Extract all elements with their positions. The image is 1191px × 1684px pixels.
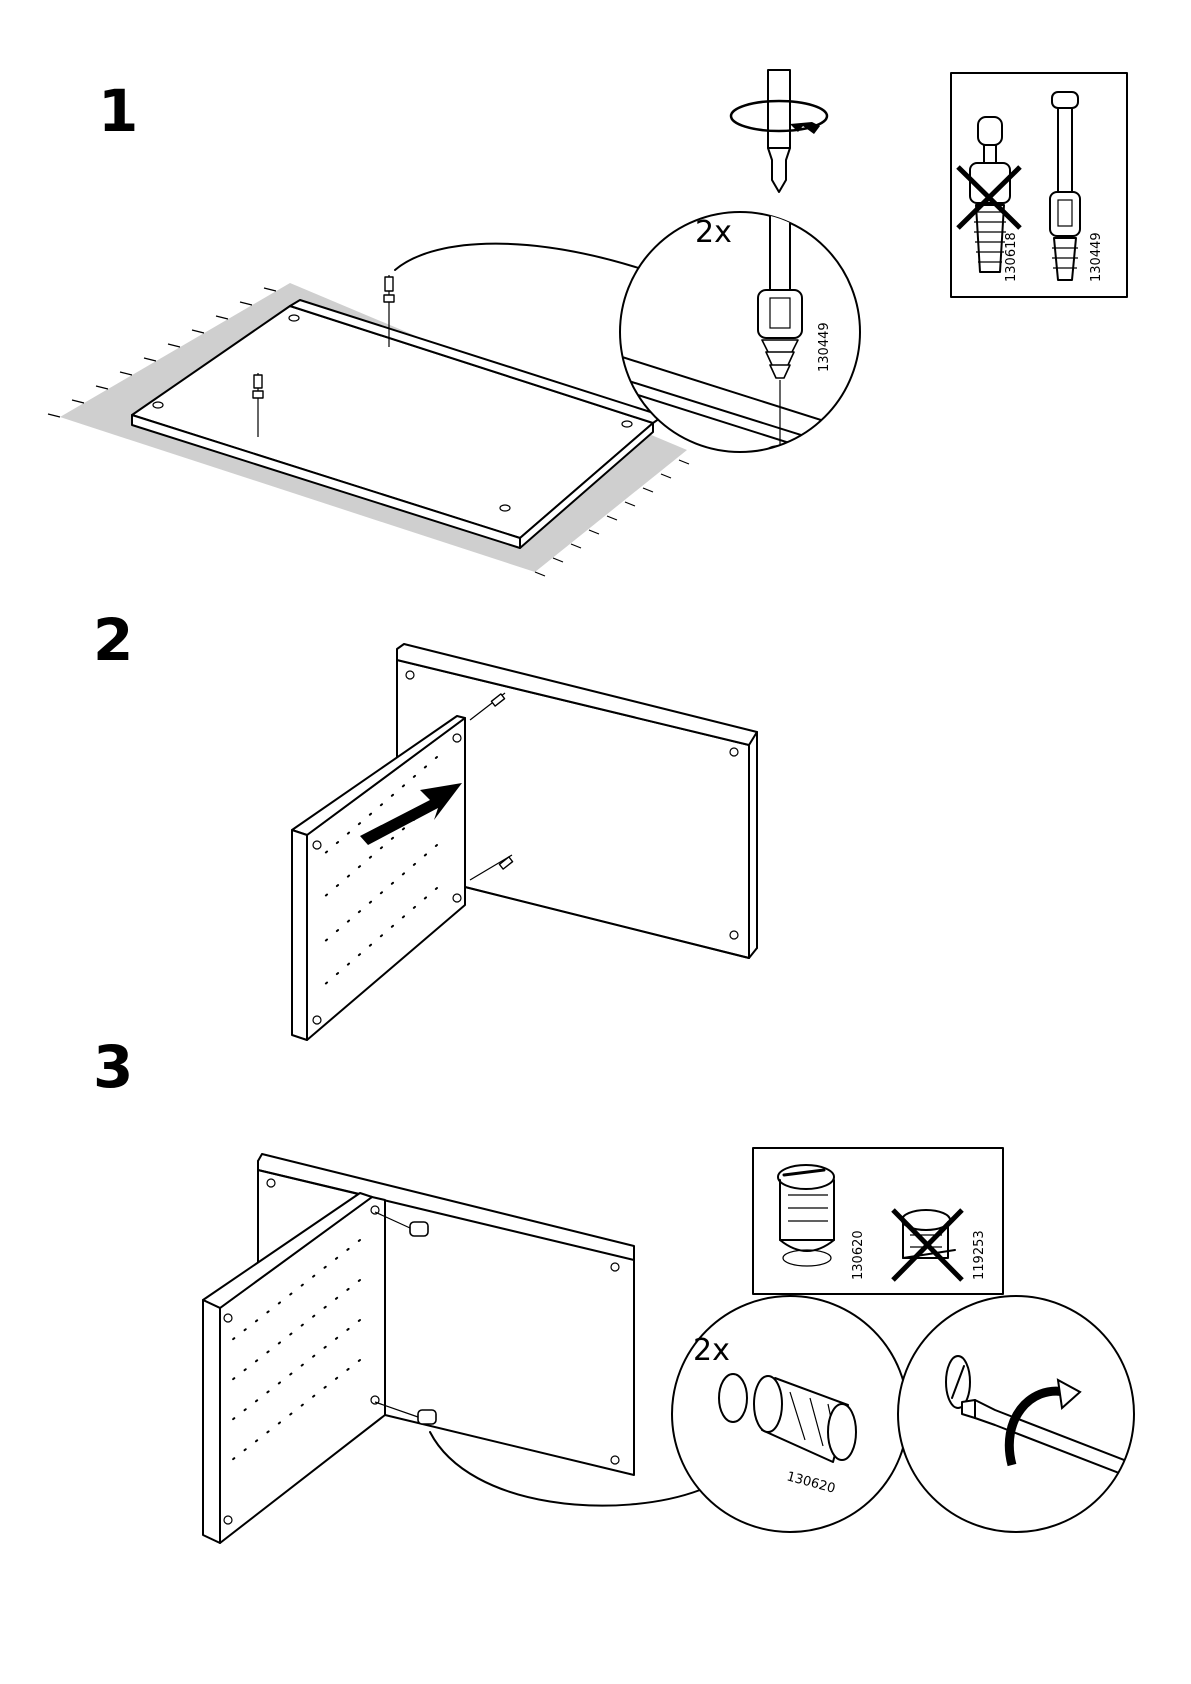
callout-part-number: 130449 xyxy=(817,322,832,372)
box-right-part-number: 130620 xyxy=(851,1230,866,1280)
step-1-illustration: 130449 2x 130618 xyxy=(48,70,1127,576)
step-3-illustration: 130620 119253 130620 2x xyxy=(203,1148,1150,1543)
callout-quantity: 2x xyxy=(695,215,732,250)
box-wrong-part-number: 119253 xyxy=(972,1230,987,1280)
wrong-part-number: 130618 xyxy=(1004,232,1019,282)
right-part-number: 130449 xyxy=(1089,232,1104,282)
step-2-illustration xyxy=(292,644,757,1040)
callout-3-quantity: 2x xyxy=(693,1333,730,1368)
